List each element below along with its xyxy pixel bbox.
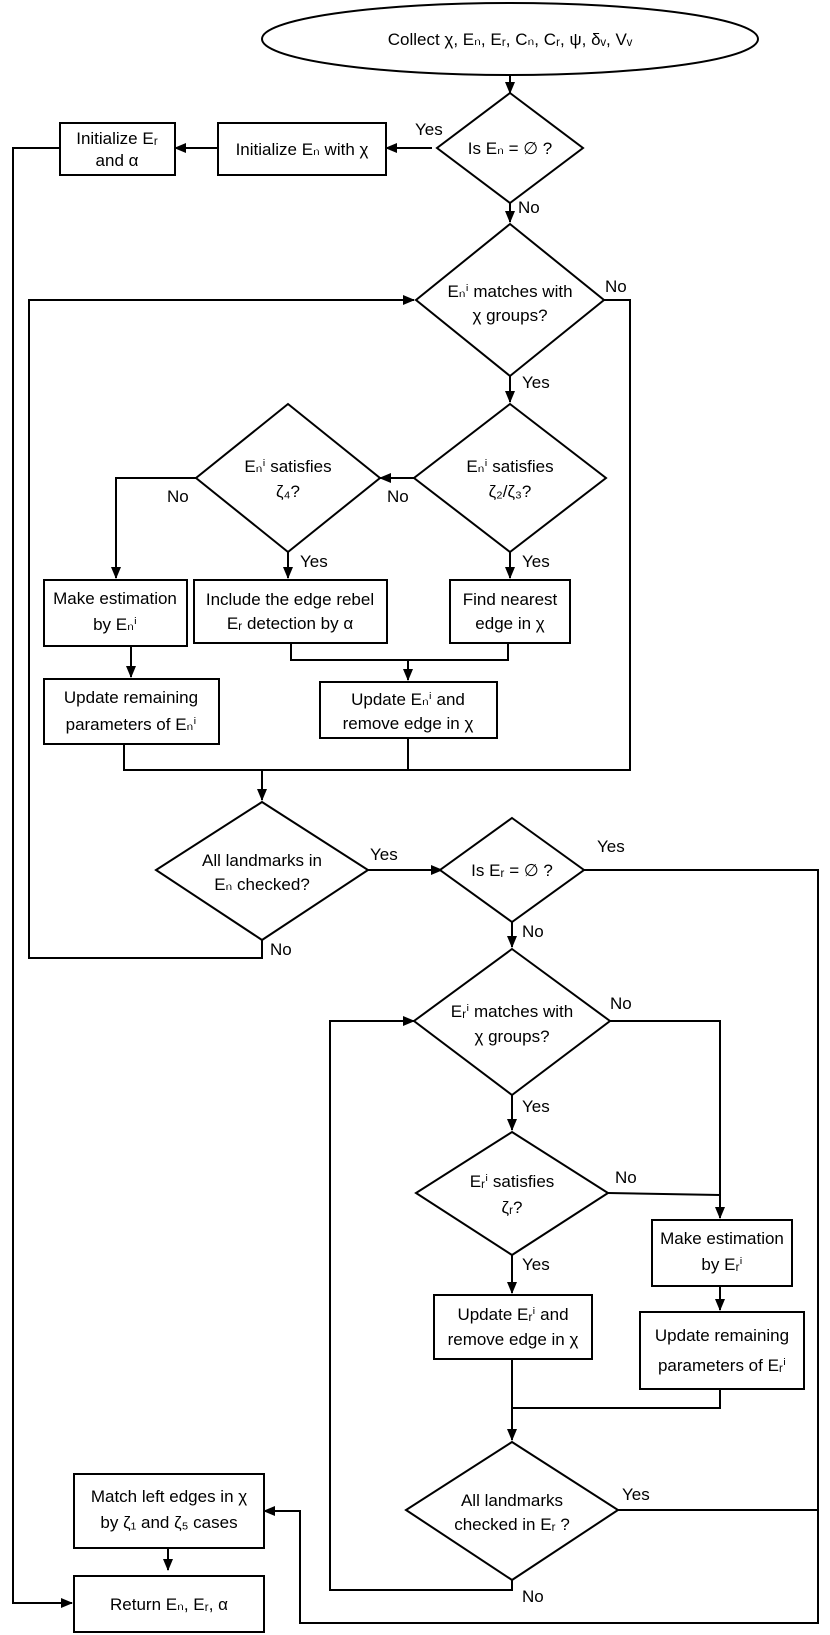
label-no-en-z23: No xyxy=(387,487,409,506)
upd-er-label-1: Update Eᵣⁱ and xyxy=(457,1305,568,1324)
include-label-1: Include the edge rebel xyxy=(206,590,374,609)
en-empty-decision: Is Eₙ = ∅ ? xyxy=(435,91,585,205)
init-er-box: Initialize Eᵣ and α xyxy=(59,122,176,176)
er-empty-label: Is Eᵣ = ∅ ? xyxy=(471,861,553,880)
edges xyxy=(12,75,819,1624)
include-label-2: Eᵣ detection by α xyxy=(227,614,354,633)
all-er-label-2: checked in Eᵣ ? xyxy=(454,1515,570,1534)
upd-er-label-2: remove edge in χ xyxy=(448,1330,579,1349)
est-en-label-1: Make estimation xyxy=(53,589,177,608)
er-zr-decision: Eᵣⁱ satisfies ζᵣ? xyxy=(414,1130,610,1257)
all-er-label-1: All landmarks xyxy=(461,1491,563,1510)
er-empty-decision: Is Eᵣ = ∅ ? xyxy=(438,816,586,924)
return-box: Return Eₙ, Eᵣ, α xyxy=(73,1575,265,1633)
est-er-label-1: Make estimation xyxy=(660,1229,784,1248)
init-en-box: Initialize Eₙ with χ xyxy=(217,122,387,176)
en-match-decision: Eₙⁱ matches with χ groups? xyxy=(414,222,606,378)
en-z4-label-2: ζ₄? xyxy=(276,482,300,501)
init-er-label-1: Initialize Eᵣ xyxy=(76,129,158,148)
en-z23-decision: Eₙⁱ satisfies ζ₂/ζ₃? xyxy=(412,402,608,554)
upd-en-box: Update Eₙⁱ and remove edge in χ xyxy=(319,681,498,739)
nodes: Collect χ, Eₙ, Eᵣ, Cₙ, Cᵣ, ψ, δᵥ, Vᵥ Is … xyxy=(43,2,805,1633)
er-match-label-2: χ groups? xyxy=(474,1027,549,1046)
en-z4-decision: Eₙⁱ satisfies ζ₄? xyxy=(194,402,382,554)
label-no-er-zr: No xyxy=(615,1168,637,1187)
label-yes-all-er: Yes xyxy=(622,1485,650,1504)
en-z23-label-1: Eₙⁱ satisfies xyxy=(466,457,553,476)
en-match-label-1: Eₙⁱ matches with xyxy=(447,282,572,301)
label-no-en-match: No xyxy=(605,277,627,296)
all-en-label-1: All landmarks in xyxy=(202,851,322,870)
edge-upd-rem-en-down xyxy=(123,738,409,771)
edge-er-match-no xyxy=(610,1020,725,1219)
start-label: Collect χ, Eₙ, Eᵣ, Cₙ, Cᵣ, ψ, δᵥ, Vᵥ xyxy=(388,30,633,49)
er-match-label-1: Eᵣⁱ matches with xyxy=(451,1002,573,1021)
upd-rem-en-box: Update remaining parameters of Eₙⁱ xyxy=(43,678,220,745)
label-no-en-empty: No xyxy=(518,198,540,217)
label-yes-er-empty: Yes xyxy=(597,837,625,856)
match-left-label-2: by ζ₁ and ζ₅ cases xyxy=(100,1513,237,1532)
upd-rem-en-label-1: Update remaining xyxy=(64,688,198,707)
est-en-label-2: by Eₙⁱ xyxy=(93,615,137,634)
en-z4-label-1: Eₙⁱ satisfies xyxy=(244,457,331,476)
edge-er-zr-no xyxy=(607,1192,721,1196)
upd-en-label-1: Update Eₙⁱ and xyxy=(351,690,465,709)
label-yes-er-zr: Yes xyxy=(522,1255,550,1274)
label-yes-all-en: Yes xyxy=(370,845,398,864)
en-empty-label: Is Eₙ = ∅ ? xyxy=(468,139,552,158)
upd-er-box: Update Eᵣⁱ and remove edge in χ xyxy=(433,1294,593,1360)
label-no-all-er: No xyxy=(522,1587,544,1606)
include-box: Include the edge rebel Eᵣ detection by α xyxy=(193,579,388,644)
est-er-box: Make estimation by Eᵣⁱ xyxy=(651,1219,793,1287)
nearest-label-2: edge in χ xyxy=(475,614,544,633)
all-er-decision: All landmarks checked in Eᵣ ? xyxy=(404,1440,620,1582)
label-yes-en-z23: Yes xyxy=(522,552,550,571)
edge-include-merge xyxy=(290,643,509,661)
label-no-er-empty: No xyxy=(522,922,544,941)
est-er-label-2: by Eᵣⁱ xyxy=(701,1255,742,1274)
label-yes-en-match: Yes xyxy=(522,373,550,392)
label-no-er-match: No xyxy=(610,994,632,1013)
label-no-all-en: No xyxy=(270,940,292,959)
er-match-decision: Eᵣⁱ matches with χ groups? xyxy=(412,947,612,1097)
er-zr-label-2: ζᵣ? xyxy=(501,1198,522,1217)
upd-rem-er-box: Update remaining parameters of Eᵣⁱ xyxy=(639,1311,805,1390)
all-en-label-2: Eₙ checked? xyxy=(214,875,310,894)
edge-en-match-no xyxy=(408,299,631,771)
label-yes-en-z4: Yes xyxy=(300,552,328,571)
upd-rem-er-label-2: parameters of Eᵣⁱ xyxy=(658,1356,786,1375)
match-left-label-1: Match left edges in χ xyxy=(91,1487,247,1506)
en-z23-label-2: ζ₂/ζ₃? xyxy=(489,482,532,501)
upd-rem-en-label-2: parameters of Eₙⁱ xyxy=(66,715,197,734)
est-en-box: Make estimation by Eₙⁱ xyxy=(43,579,188,647)
init-er-label-2: and α xyxy=(96,151,139,170)
er-zr-label-1: Eᵣⁱ satisfies xyxy=(470,1172,555,1191)
all-en-decision: All landmarks in Eₙ checked? xyxy=(154,800,370,942)
edge-en-z4-no xyxy=(111,477,196,579)
label-yes-en-empty: Yes xyxy=(415,120,443,139)
nearest-box: Find nearest edge in χ xyxy=(449,579,571,644)
match-left-box: Match left edges in χ by ζ₁ and ζ₅ cases xyxy=(73,1473,265,1549)
label-yes-er-match: Yes xyxy=(522,1097,550,1116)
label-no-en-z4: No xyxy=(167,487,189,506)
nearest-label-1: Find nearest xyxy=(463,590,558,609)
start-node: Collect χ, Eₙ, Eᵣ, Cₙ, Cᵣ, ψ, δᵥ, Vᵥ xyxy=(261,2,759,76)
upd-en-label-2: remove edge in χ xyxy=(343,714,474,733)
edge-init-er-to-return xyxy=(12,147,73,1608)
edge-er-empty-yes xyxy=(263,869,819,1624)
init-en-label: Initialize Eₙ with χ xyxy=(236,140,369,159)
edge-upd-rem-er-merge xyxy=(512,1389,721,1409)
edge-all-er-no xyxy=(329,1016,513,1591)
upd-rem-er-label-1: Update remaining xyxy=(655,1326,789,1345)
edge-labels: Yes No No Yes No No Yes Yes Yes No Yes N… xyxy=(167,120,650,1606)
return-label: Return Eₙ, Eᵣ, α xyxy=(110,1595,228,1614)
edge-all-en-no xyxy=(28,295,415,959)
en-match-label-2: χ groups? xyxy=(472,306,547,325)
